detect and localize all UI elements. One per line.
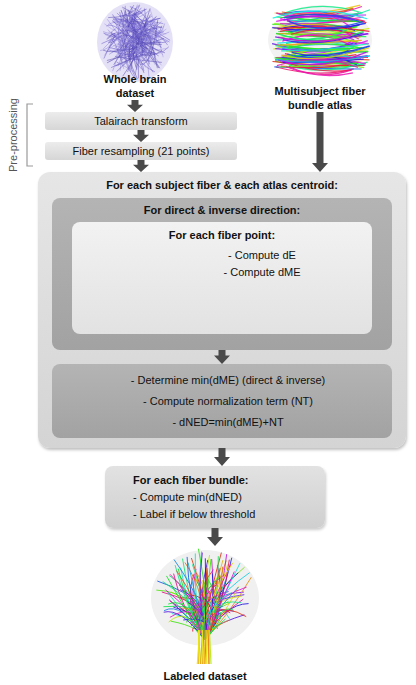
block-arrow [127, 100, 143, 112]
loop-box: For each fiber point: - Compute dE- Compu… [72, 222, 372, 334]
fiber-stroke [107, 16, 139, 61]
image-node: Multisubject fiber bundle atlas [255, 0, 385, 112]
fiber-stroke [206, 630, 207, 664]
box-title: For direct & inverse direction: [52, 203, 392, 218]
fiber-stroke [281, 29, 348, 39]
block-arrow [214, 350, 230, 364]
box-title: For each fiber point: [82, 228, 362, 243]
fiber-stroke [174, 560, 206, 641]
fiber-stroke [117, 13, 162, 37]
box-title: Labeled dataset [157, 669, 253, 683]
fiber-stroke [205, 567, 223, 640]
fiber-stroke [198, 630, 200, 664]
box-title: Multisubject fiber bundle atlas [272, 84, 368, 112]
block-arrow [312, 112, 328, 172]
whole-brain-fibers [100, 5, 170, 80]
block-arrow [214, 448, 230, 466]
fiber-stroke [120, 12, 166, 44]
fiber-stroke [106, 42, 155, 59]
fiber-stroke [202, 630, 204, 664]
process-box: Fiber resampling (21 points) [45, 142, 237, 160]
box-line: - Compute dME [82, 264, 362, 281]
fiber-stroke [209, 630, 211, 664]
fiber-stroke [204, 630, 205, 664]
fiber-stroke [197, 630, 200, 664]
fiber-stroke [143, 55, 149, 67]
loop-box: For direct & inverse direction: For each … [52, 198, 392, 350]
atlas-fibers [272, 5, 370, 75]
fiber-stroke [205, 573, 250, 640]
box-title: Fiber resampling (21 points) [45, 144, 237, 159]
side-label: Pre-processing [6, 98, 21, 172]
box-line: - Compute min(dNED) [133, 489, 315, 506]
fiber-stroke [203, 630, 204, 664]
box-title: Talairach transform [45, 114, 237, 129]
fiber-stroke [278, 35, 351, 41]
block-arrow [133, 160, 149, 172]
block-arrow [207, 528, 223, 546]
process-box: Talairach transform [45, 112, 237, 130]
box-title: For each fiber bundle: [133, 472, 315, 489]
fiber-stroke [289, 22, 364, 28]
fiber-stroke [117, 23, 130, 51]
box-line: - Compute normalization term (NT) [74, 391, 382, 412]
fiber-stroke [286, 67, 353, 76]
brain-outline [97, 2, 173, 82]
fiber-stroke [116, 15, 132, 25]
box-title: - Determine min(dME) (direct & inverse) [74, 370, 382, 391]
fiber-stroke [205, 560, 229, 640]
fiber-stroke [281, 48, 369, 59]
atlas-brain-outline [268, 5, 372, 75]
fiber-stroke [275, 5, 361, 13]
preprocessing-bracket [27, 104, 33, 166]
box-line: - Label if below threshold [133, 506, 315, 523]
loop-box: For each subject fiber & each atlas cent… [38, 172, 406, 448]
fiber-stroke [132, 19, 164, 24]
process-box: - Determine min(dME) (direct & inverse)-… [52, 364, 392, 438]
fiber-stroke [117, 62, 134, 72]
fiber-stroke [148, 23, 155, 76]
box-title: Whole brain dataset [87, 72, 183, 100]
image-node: Whole brain dataset [70, 0, 200, 100]
fiber-stroke [141, 23, 147, 52]
fiber-stroke [284, 14, 360, 21]
image-node: Labeled dataset [140, 546, 270, 683]
box-title: For each subject fiber & each atlas cent… [38, 178, 406, 193]
process-box: For each fiber bundle:- Compute min(dNED… [105, 466, 325, 528]
fiber-stroke [206, 630, 208, 664]
box-line: - dNED=min(dME)+NT [74, 412, 382, 433]
labeled-fibers [156, 549, 251, 664]
fiber-stroke [114, 27, 144, 49]
box-line: - Compute dE [82, 247, 362, 264]
block-arrow [133, 130, 149, 142]
